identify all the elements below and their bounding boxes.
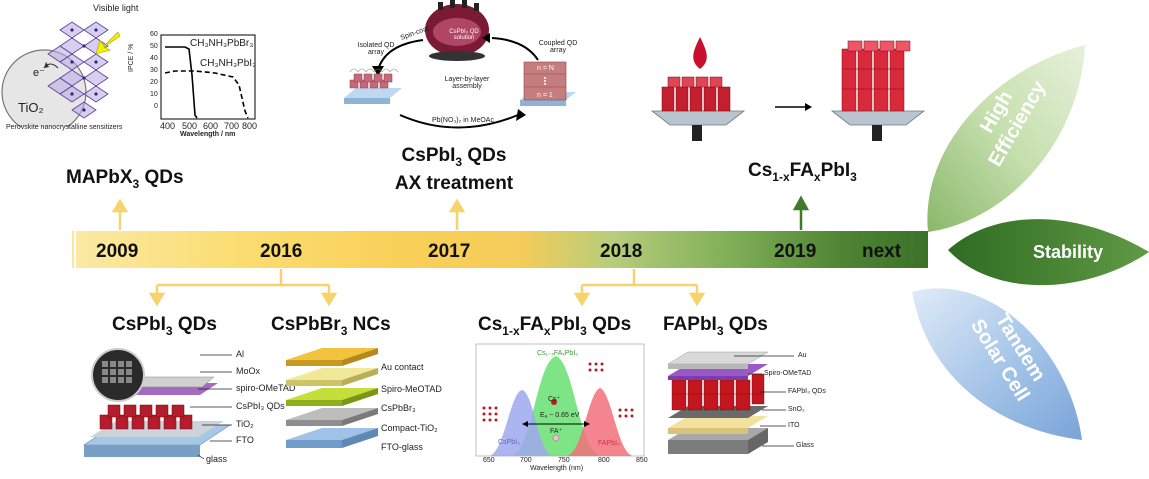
pl-xtick-650: 650 (483, 457, 495, 464)
pl-xtick-850: 850 (636, 457, 648, 464)
pl-peak-fapbi3 (566, 388, 634, 456)
pl-xtick-800: 800 (598, 457, 610, 464)
pl-xtick-700: 700 (520, 457, 532, 464)
cspbi3-layer-tio2: TiO₂ (236, 419, 254, 429)
cspbi3-layer-glass: glass (206, 454, 228, 464)
cspbbr3-layer-au: Au contact (381, 362, 424, 372)
ipce-ytick-0: 0 (154, 103, 158, 110)
ipce-series-pbi3 (164, 70, 249, 119)
ipce-xtick-800: 800 (242, 121, 258, 131)
cspbi3-device-figure (80, 345, 280, 473)
cspbbr3-layer-cspbbr3: CsPbBr₃ (381, 403, 416, 413)
milestone-cspbbr3-label: CsPbBr3 NCs (271, 314, 391, 338)
ax-coupled-label: Coupled QD array (538, 40, 578, 54)
year-2018: 2018 (600, 241, 643, 262)
milestone-2019-label: Cs1-xFAxPbI3 (748, 160, 857, 184)
leaf-tandem (912, 288, 1082, 440)
leaf-stability (948, 219, 1149, 286)
leaf-stability-label: Stability (1033, 242, 1104, 262)
ipce-xtick-600: 600 (203, 121, 219, 131)
leaf-efficiency (927, 45, 1085, 232)
pl-xtick-750: 750 (558, 457, 570, 464)
year-2019: 2019 (774, 241, 817, 262)
fapbi3-layer-ito: ITO (788, 422, 800, 429)
ipce-ytick-50: 50 (150, 43, 158, 50)
cspbbr3-layer-spiro: Spiro-MeOTAD (381, 384, 442, 394)
fapbi3-layer-qds: FAPbI₃ QDs (788, 388, 826, 395)
year-2017: 2017 (428, 241, 471, 262)
year-next: next (862, 241, 902, 262)
ipce-xtick-500: 500 (182, 121, 198, 131)
tio2-label: TiO₂ (18, 100, 44, 115)
year-2016: 2016 (260, 241, 303, 262)
cspbi3-layer-spiro: spiro-OMeTAD (236, 383, 296, 393)
fapbi3-layer-spiro: Spiro-OMeTAD (764, 370, 812, 377)
cspbbr3-device-stack (286, 348, 378, 448)
fapbi3-layer-au: Au (798, 352, 807, 359)
pl-spectra-plot (475, 343, 645, 457)
ipce-ytick-30: 30 (150, 67, 158, 74)
cspbi3-layer-moox: MoOx (236, 366, 261, 376)
pl-left-label: CsPbI₃ (498, 439, 520, 446)
fapbi3-layer-glass: Glass (796, 442, 814, 449)
visible-light-arrow (95, 31, 121, 55)
milestone-2017-line2: AX treatment (394, 172, 514, 194)
milestone-2017-label: CsPbI3 QDs AX treatment (350, 145, 558, 195)
ax-n-top: n = N (537, 65, 554, 72)
pl-xlabel: Wavelength (nm) (530, 465, 584, 472)
fapbi3-layer-sno2: SnO₂ (788, 406, 805, 413)
pl-cs-ion: Cs⁺ (548, 396, 561, 403)
year-2009: 2009 (96, 241, 139, 262)
ax-n-bottom: n = 1 (537, 92, 553, 99)
ax-isolated-label: Isolated QD array (357, 42, 395, 56)
ipce-ytick-40: 40 (150, 55, 158, 62)
ipce-xlabel: Wavelength / nm (180, 131, 236, 138)
ipce-ytick-60: 60 (150, 31, 158, 38)
fapbi3-device-figure (664, 344, 874, 474)
ax-lbl-assembly-label: Layer-by-layer assembly (444, 76, 490, 90)
cspbi3-layer-al: Al (236, 349, 245, 359)
cspbi3-device-stack (83, 348, 232, 460)
ax-treatment-condition: Pb(NO₃)₂ in MeOAc (432, 117, 494, 124)
ipce-xtick-400: 400 (160, 121, 176, 131)
cspbbr3-device-figure (282, 340, 382, 470)
pl-ea-label: Eₐ ~ 0.65 eV (540, 412, 580, 419)
milestone-fapbi3-label: FAPbI3 QDs (663, 314, 768, 338)
sensitizer-figure (0, 2, 135, 135)
ax-cycle-illustration (344, 0, 576, 129)
ipce-series-pbbr3 (165, 46, 198, 119)
ax-solution-label: CsPbI₃ QD solution (449, 29, 479, 41)
ipce-series1-label: CH₃NH₃PbBr₃ (190, 38, 254, 49)
sensitizer-caption: Perovskite nanocrystalline sensitizers (6, 124, 123, 131)
ipce-chart (135, 25, 260, 140)
pl-right-label: FAPbI₃ (598, 440, 620, 447)
cspbi3-layer-fto: FTO (236, 435, 254, 445)
milestone-csfa-label: Cs1-xFAxPbI3 QDs (478, 314, 632, 338)
timeline-bar (76, 231, 928, 268)
milestone-2009-label: MAPbX3 QDs (66, 167, 184, 191)
pl-peak-cspbi3 (488, 390, 554, 456)
milestone-2017-line1: CsPbI3 QDs (401, 145, 507, 169)
pl-spectra-figure (470, 340, 650, 472)
ax-treatment-figure (330, 0, 585, 140)
ipce-xtick-700: 700 (224, 121, 240, 131)
milestone-cspbi3-label: CsPbI3 QDs (112, 314, 217, 338)
ipce-ytick-10: 10 (150, 91, 158, 98)
fapbi3-exchange-figure (640, 25, 940, 150)
cspbbr3-layer-tio2: Compact-TiO₂ (381, 423, 438, 433)
cspbbr3-layer-fto: FTO-glass (381, 442, 423, 452)
pl-top-label: Cs₁₋ₓFAₓPbI₃ (537, 350, 579, 357)
ipce-series2-label: CH₃NH₃PbI₃ (200, 58, 257, 69)
visible-light-label: Visible light (93, 3, 139, 13)
cube-exchange-illustration (650, 37, 926, 141)
electron-label: e⁻ (33, 67, 45, 79)
cspbi3-layer-qds: CsPbI₃ QDs (236, 401, 285, 411)
pl-fa-ion: FA⁺ (550, 428, 563, 435)
ipce-plot (160, 34, 256, 120)
fapbi3-device-stack (667, 351, 794, 454)
sensitizer-illustration (1, 21, 121, 135)
ipce-ytick-20: 20 (150, 79, 158, 86)
